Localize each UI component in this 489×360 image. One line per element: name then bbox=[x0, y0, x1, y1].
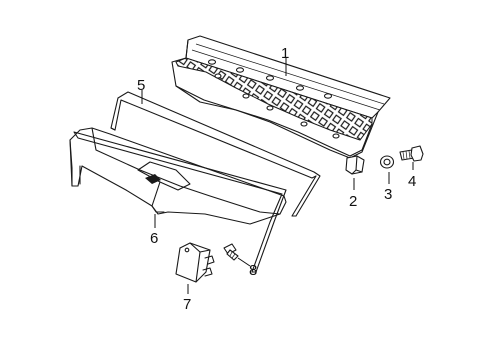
molding-strip-part bbox=[110, 91, 321, 217]
callout-4: 4 bbox=[408, 173, 416, 190]
bolt-part bbox=[223, 243, 239, 261]
rod-part bbox=[73, 131, 287, 273]
panel-part bbox=[69, 127, 287, 225]
callout-6: 6 bbox=[150, 230, 158, 247]
callout-7: 7 bbox=[183, 296, 191, 313]
callout-labels: 1 2 3 4 5 6 7 8 bbox=[137, 45, 416, 313]
screw-part bbox=[399, 145, 424, 162]
grille-part bbox=[171, 35, 391, 159]
leader-lines bbox=[141, 58, 414, 294]
clip-part bbox=[345, 155, 365, 175]
callout-5: 5 bbox=[137, 77, 145, 94]
nut-part bbox=[379, 155, 395, 169]
callout-2: 2 bbox=[349, 193, 357, 210]
callout-3: 3 bbox=[384, 186, 392, 203]
callout-8: 8 bbox=[249, 262, 257, 279]
bracket-part bbox=[175, 242, 215, 283]
callout-1: 1 bbox=[281, 45, 289, 62]
